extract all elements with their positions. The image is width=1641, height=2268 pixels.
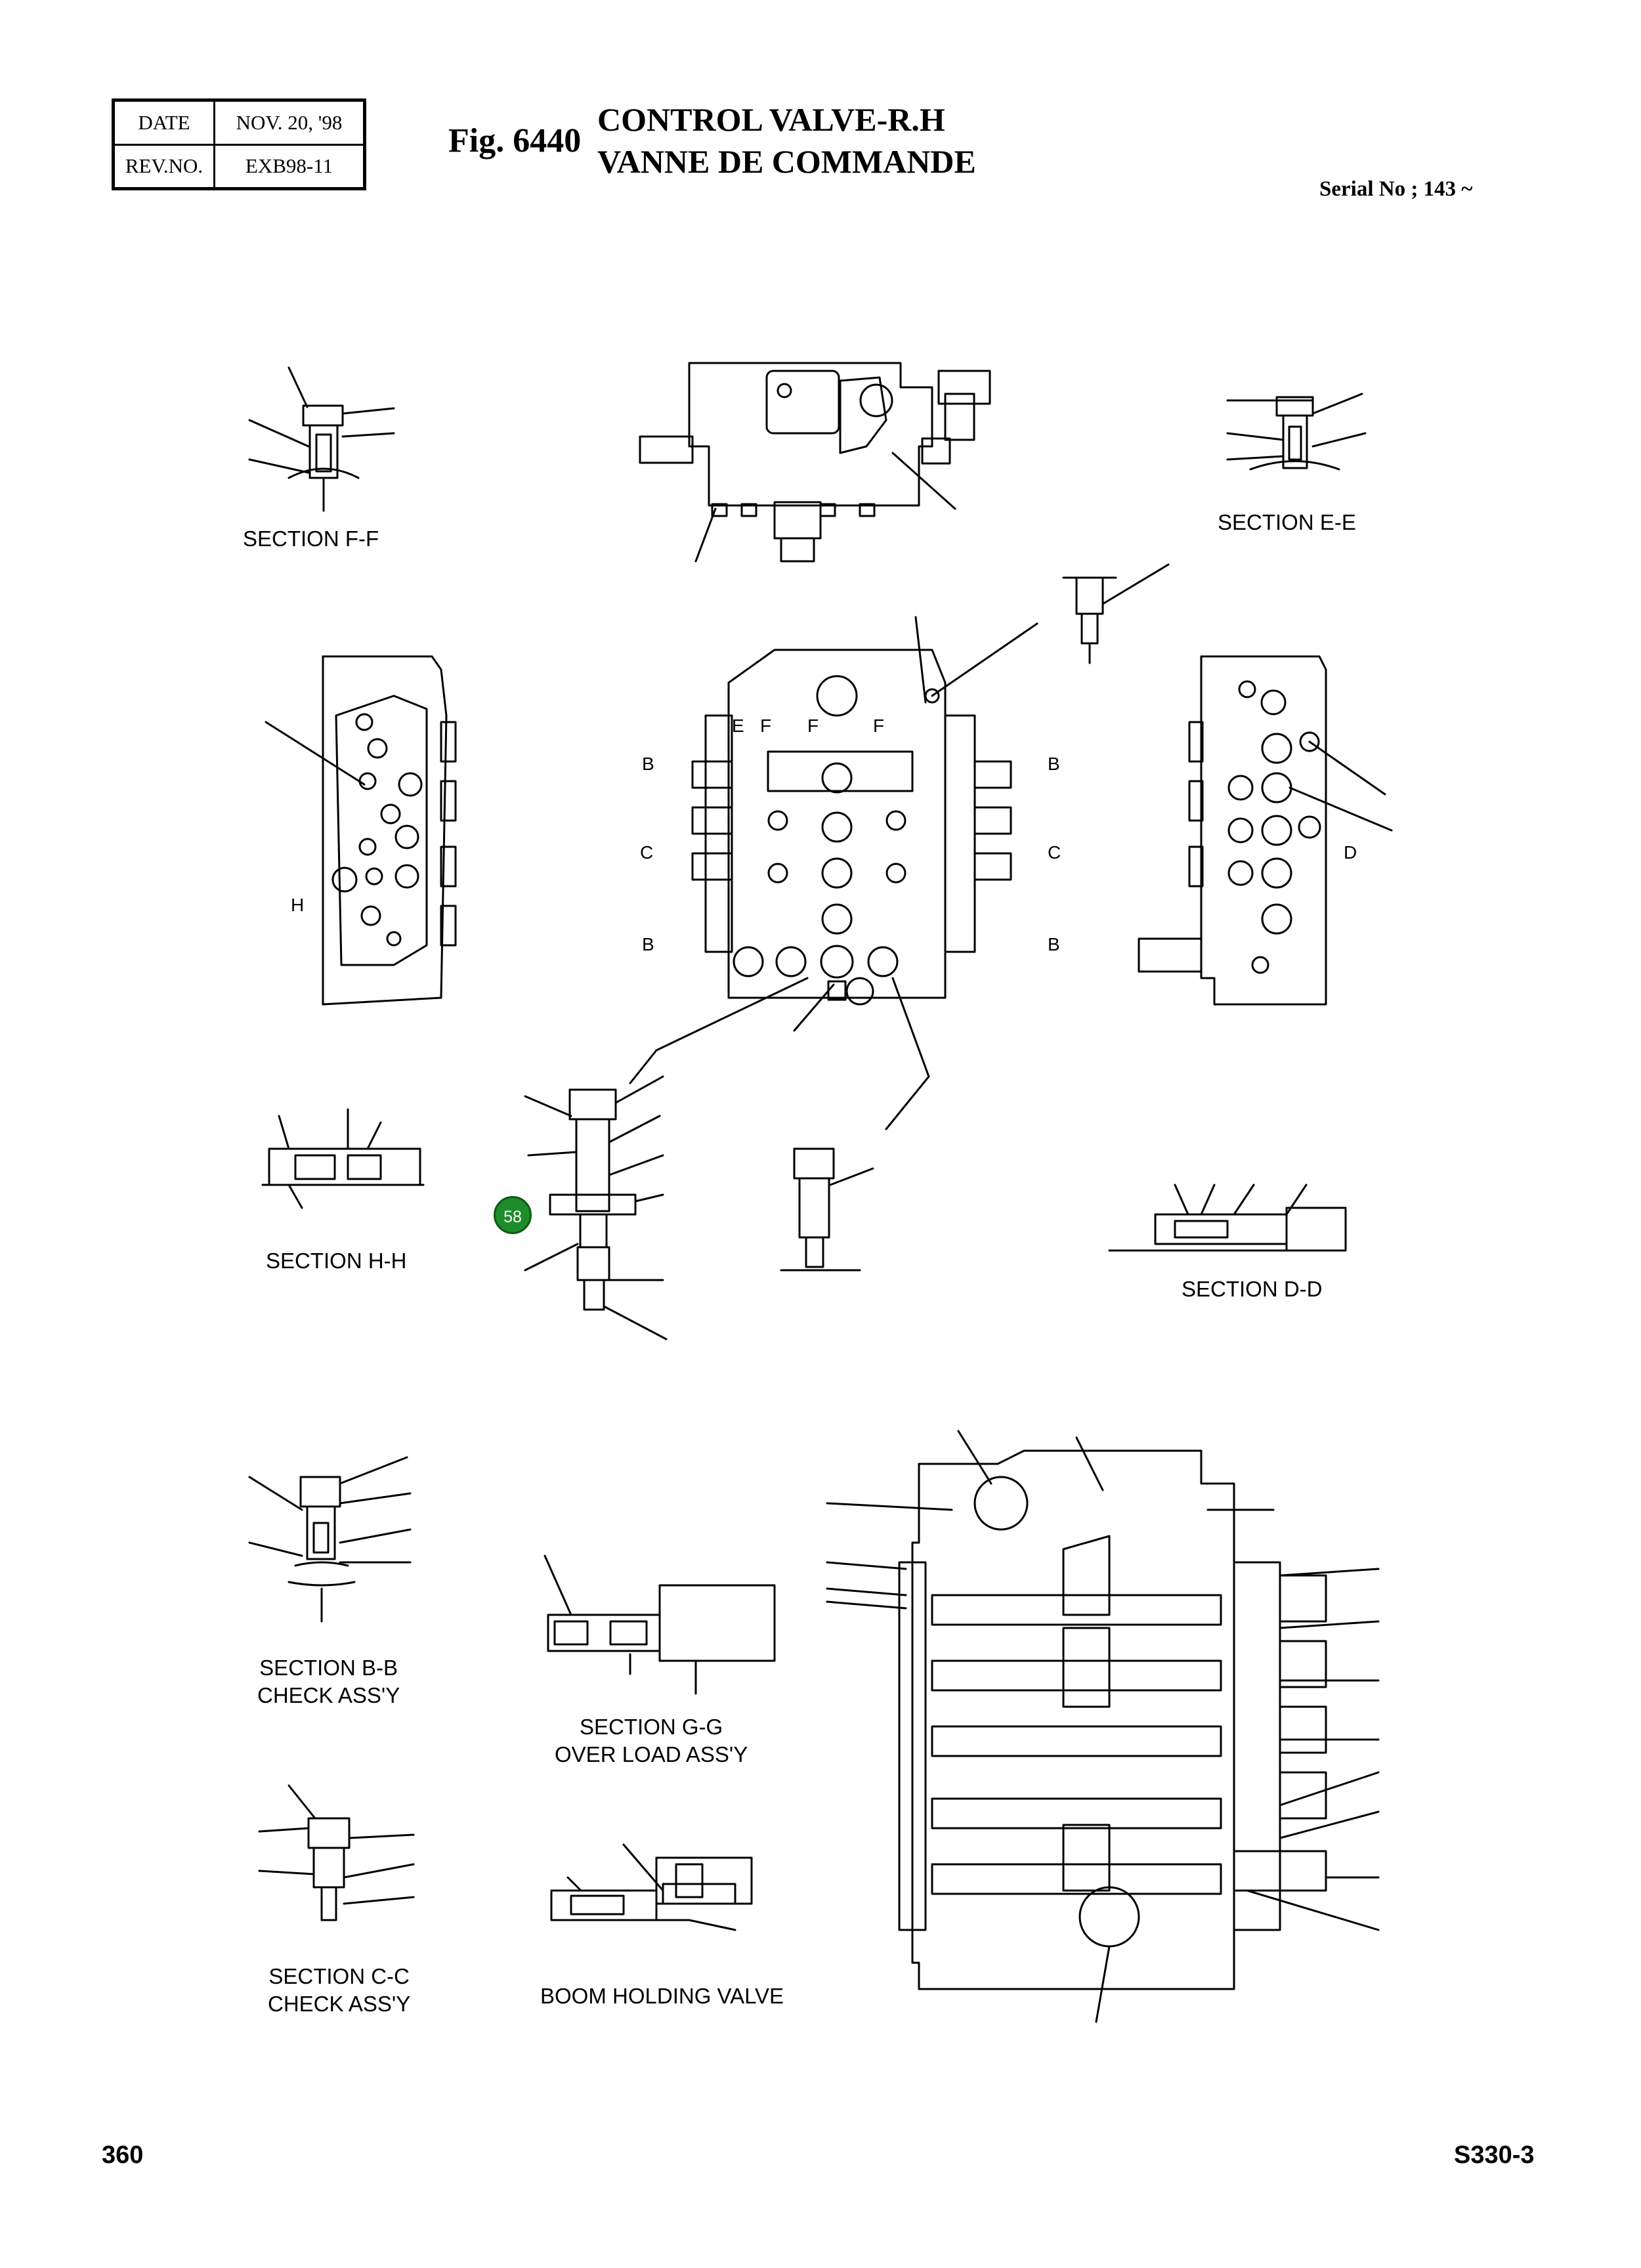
figure-title: CONTROL VALVE-R.H VANNE DE COMMANDE (597, 98, 976, 182)
rev-value: EXB98-11 (213, 143, 366, 190)
title-english: CONTROL VALVE-R.H (597, 101, 945, 138)
rev-label: REV.NO. (112, 143, 215, 190)
section-bb-drawing (248, 1456, 412, 1623)
date-value: NOV. 20, '98 (213, 99, 366, 146)
marker-b-2: B (1048, 754, 1060, 774)
small-valve-drawing (780, 1147, 874, 1272)
section-bb-title: SECTION B-B (259, 1656, 398, 1680)
marker-h: H (291, 895, 305, 915)
section-cc-subtitle: CHECK ASS'Y (268, 1992, 411, 2016)
marker-b-1: B (642, 754, 654, 774)
model-code: S330-3 (1454, 2141, 1535, 2169)
section-ee-drawing (1226, 393, 1367, 471)
section-gg-drawing (543, 1554, 776, 1695)
marker-c-1: C (640, 842, 654, 863)
detail-upper-right (1062, 563, 1170, 664)
boom-holding-valve-label: BOOM HOLDING VALVE (540, 1984, 784, 2008)
marker-b-3: B (642, 934, 654, 954)
marker-f-2: F (807, 716, 819, 736)
marker-d: D (1344, 842, 1357, 863)
section-ff-label: SECTION F-F (243, 526, 379, 551)
center-exploded-valve-drawing (524, 1075, 668, 1340)
section-dd-drawing (1108, 1184, 1347, 1252)
right-side-view-drawing (1138, 655, 1393, 1006)
section-gg-subtitle: OVER LOAD ASS'Y (555, 1742, 748, 1766)
section-cc-label: SECTION C-C CHECK ASS'Y (268, 1963, 410, 2018)
figure-number: Fig. 6440 (448, 122, 582, 160)
section-dd-label: SECTION D-D (1182, 1277, 1323, 1301)
left-side-view-drawing (265, 655, 457, 1006)
section-hh-drawing (261, 1108, 425, 1209)
section-bb-subtitle: CHECK ASS'Y (257, 1683, 400, 1707)
section-cc-drawing (258, 1784, 415, 1921)
title-french: VANNE DE COMMANDE (597, 143, 976, 180)
section-ee-label: SECTION E-E (1218, 510, 1356, 534)
section-gg-label: SECTION G-G OVER LOAD ASS'Y (555, 1713, 748, 1768)
revision-table: DATE NOV. 20, '98 REV.NO. EXB98-11 (112, 98, 366, 190)
marker-e: E (732, 716, 744, 736)
section-cc-title: SECTION C-C (268, 1964, 410, 1988)
date-label: DATE (112, 99, 215, 146)
marker-b-4: B (1048, 934, 1060, 954)
marker-f-3: F (873, 716, 885, 736)
boom-holding-valve-drawing (550, 1843, 753, 1931)
marker-f-1: F (760, 716, 772, 736)
serial-number: Serial No ; 143 ~ (1319, 177, 1473, 201)
front-view-drawing (629, 616, 1038, 1130)
marker-c-2: C (1048, 842, 1061, 863)
section-bb-label: SECTION B-B CHECK ASS'Y (257, 1654, 400, 1709)
top-view-drawing (639, 362, 991, 563)
page-number: 360 (102, 2141, 144, 2169)
section-hh-label: SECTION H-H (266, 1249, 407, 1273)
main-spool-section-drawing (826, 1430, 1380, 2023)
callout-badge[interactable]: 58 (494, 1196, 532, 1234)
section-gg-title: SECTION G-G (580, 1715, 723, 1739)
section-ff-drawing (248, 366, 395, 512)
